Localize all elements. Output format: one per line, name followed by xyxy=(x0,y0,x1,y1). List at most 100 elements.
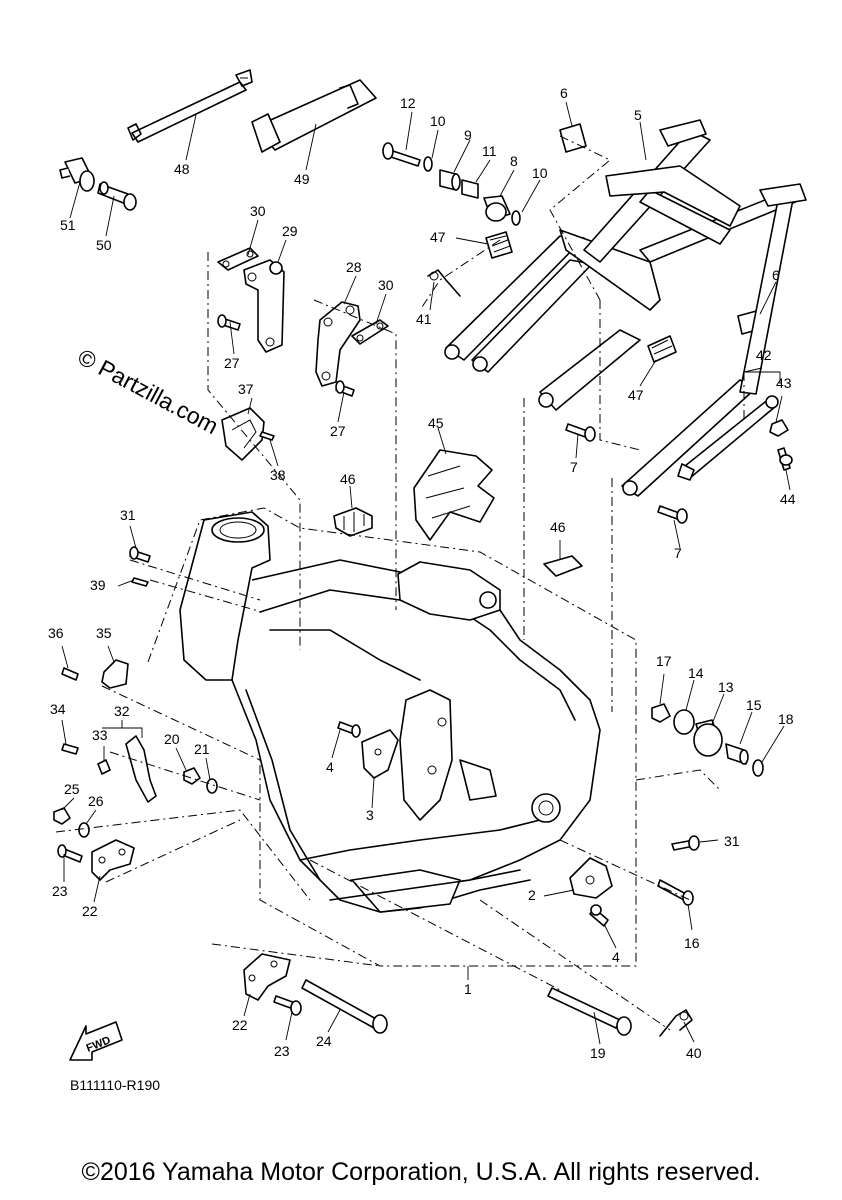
bolt-27-left xyxy=(217,314,241,331)
nut-17 xyxy=(651,703,671,723)
callout-36: 36 xyxy=(48,625,64,641)
spoke-wrench-tool xyxy=(127,69,253,143)
washer-21 xyxy=(206,778,218,794)
callout-42: 42 xyxy=(756,347,772,363)
callout-27-left: 27 xyxy=(224,355,240,371)
engine-bracket-29 xyxy=(243,259,285,353)
callout-45: 45 xyxy=(428,415,444,431)
callout-4-left: 4 xyxy=(326,759,334,775)
damper-13 xyxy=(693,719,723,757)
callout-labels: 48 49 51 50 30 29 27 28 30 27 37 38 12 1… xyxy=(48,85,796,1061)
callout-22-lower: 22 xyxy=(232,1017,248,1033)
callout-39: 39 xyxy=(90,577,106,593)
callout-46-upper: 46 xyxy=(340,471,356,487)
collar-11 xyxy=(461,179,479,199)
clip-40 xyxy=(659,1009,693,1037)
bolt-23-upper xyxy=(57,844,83,863)
callout-37: 37 xyxy=(238,381,254,397)
bolt-23-lower xyxy=(273,995,302,1016)
collar-14 xyxy=(673,709,695,735)
callout-33: 33 xyxy=(92,727,108,743)
callout-3: 3 xyxy=(366,807,374,823)
callout-46-right: 46 xyxy=(550,519,566,535)
callout-48: 48 xyxy=(174,161,190,177)
callout-51: 51 xyxy=(60,217,76,233)
cable-holder-37 xyxy=(221,407,265,461)
leader-lines xyxy=(61,101,791,1045)
callout-32: 32 xyxy=(114,703,130,719)
collar-bolt-50 xyxy=(97,181,137,211)
assembly-lines xyxy=(55,135,745,1031)
callout-49: 49 xyxy=(294,171,310,187)
nut-43 xyxy=(769,419,789,437)
nut-33 xyxy=(97,759,111,775)
callout-2: 2 xyxy=(528,887,536,903)
bolt-7-upper xyxy=(565,423,596,442)
bolt-4-right xyxy=(589,904,609,927)
clamp-35 xyxy=(101,659,129,689)
callout-16: 16 xyxy=(684,935,700,951)
damper-8 xyxy=(483,195,511,222)
callout-11: 11 xyxy=(482,143,497,159)
callout-9: 9 xyxy=(464,127,472,143)
callout-31-right: 31 xyxy=(724,833,740,849)
clip-41 xyxy=(427,269,461,297)
collar-bolt-51 xyxy=(59,157,95,192)
callout-21: 21 xyxy=(194,741,210,757)
callout-28: 28 xyxy=(346,259,362,275)
rear-frame-5 xyxy=(444,119,807,497)
nut-25 xyxy=(53,807,71,825)
holder-47-upper xyxy=(485,231,513,259)
bolt-12 xyxy=(382,142,421,167)
bracket-22-lower xyxy=(243,953,291,1001)
long-bolt-24 xyxy=(301,979,388,1034)
callout-5: 5 xyxy=(634,107,642,123)
callout-47-upper: 47 xyxy=(430,229,446,245)
callout-18: 18 xyxy=(778,711,794,727)
steering-nut-wrench-tool xyxy=(251,79,377,153)
main-frame-1 xyxy=(179,511,601,913)
copyright-notice: ©2016 Yamaha Motor Corporation, U.S.A. A… xyxy=(81,1158,761,1186)
callout-24: 24 xyxy=(316,1033,332,1049)
holder-46-right xyxy=(543,555,583,577)
callout-35: 35 xyxy=(96,625,112,641)
washer-10-lower xyxy=(511,210,521,226)
callout-30-left: 30 xyxy=(250,203,266,219)
bolt-34 xyxy=(61,743,79,755)
engine-bracket-30-center xyxy=(351,319,389,345)
screw-39 xyxy=(131,577,149,587)
bracket-2 xyxy=(569,857,613,899)
callout-25: 25 xyxy=(64,781,80,797)
callout-10-lower: 10 xyxy=(532,165,548,181)
callout-6-top: 6 xyxy=(560,85,568,101)
collar-15 xyxy=(725,743,749,765)
bolt-4-left xyxy=(337,721,361,738)
callout-27-center: 27 xyxy=(330,423,346,439)
callout-29: 29 xyxy=(282,223,298,239)
callout-12: 12 xyxy=(400,95,416,111)
holder-47-lower xyxy=(647,335,677,363)
callout-14: 14 xyxy=(688,665,704,681)
cover-45 xyxy=(413,449,495,541)
callout-7-lower: 7 xyxy=(674,545,682,561)
bracket-3 xyxy=(361,729,399,779)
callout-43: 43 xyxy=(776,375,792,391)
fwd-arrow-icon: FWD xyxy=(69,1021,123,1061)
bolt-31-right xyxy=(671,835,700,851)
washer-10-upper xyxy=(423,156,433,172)
callout-13: 13 xyxy=(718,679,734,695)
callout-31-left: 31 xyxy=(120,507,136,523)
callout-4-right: 4 xyxy=(612,949,620,965)
callout-41: 41 xyxy=(416,311,432,327)
watermark: © Partzilla.com xyxy=(74,343,223,439)
callout-34: 34 xyxy=(50,701,66,717)
callout-30-center: 30 xyxy=(378,277,394,293)
engine-bracket-28 xyxy=(315,301,361,387)
callout-47-lower: 47 xyxy=(628,387,644,403)
diagram-code: B111110-R190 xyxy=(70,1077,160,1093)
bolt-27-center xyxy=(335,380,355,397)
callout-44: 44 xyxy=(780,491,796,507)
callout-20: 20 xyxy=(164,731,180,747)
screw-38 xyxy=(259,431,275,441)
